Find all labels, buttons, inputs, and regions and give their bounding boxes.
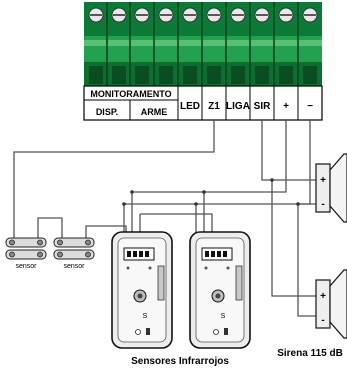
wire-sensor-bridge xyxy=(37,217,63,238)
label-z1: Z1 xyxy=(208,101,220,112)
siren-bottom-minus: - xyxy=(321,315,324,326)
wire-siren-bottom-minus xyxy=(297,204,318,317)
terminal-label-strip: MONITORAMENTO DISP. ARME LED Z1 LIGA SIR… xyxy=(83,85,323,121)
wiring xyxy=(13,120,318,317)
magnetic-sensor-2: sensor xyxy=(53,237,95,270)
siren-caption: Sirena 115 dB xyxy=(277,348,343,359)
label-sir: SIR xyxy=(254,101,271,112)
label-liga: LIGA xyxy=(226,101,250,112)
wire-plus-rail xyxy=(131,120,287,236)
junctions xyxy=(122,178,300,206)
label-monitoramento: MONITORAMENTO xyxy=(90,89,171,99)
siren-top: + - xyxy=(315,153,347,223)
infrared-sensors-caption: Sensores Infrarrojos xyxy=(131,356,229,367)
label-disp: DISP. xyxy=(96,107,118,117)
wire-minus-rail xyxy=(123,120,311,236)
wire-sensor-to-pir xyxy=(85,225,127,238)
siren-bottom-plus: + xyxy=(320,291,326,302)
terminal-separators xyxy=(106,2,299,86)
siren-top-plus: + xyxy=(320,175,326,186)
wire-pir-link xyxy=(140,213,213,236)
magnetic-sensor-1-label: sensor xyxy=(15,263,37,270)
wire-sir xyxy=(261,120,318,181)
pir-sensor-1: S xyxy=(111,231,173,349)
label-minus: − xyxy=(307,101,313,112)
pir-2-mark: S xyxy=(221,313,226,320)
label-arme: ARME xyxy=(141,107,168,117)
wire-z1 xyxy=(13,120,215,238)
label-plus: + xyxy=(283,101,289,112)
wire-openings xyxy=(89,66,317,84)
pir-sensor-2: S xyxy=(189,231,251,349)
terminal-block-mid xyxy=(84,36,322,62)
label-led: LED xyxy=(180,101,200,112)
magnetic-sensor-2-label: sensor xyxy=(63,263,85,270)
pir-1-mark: S xyxy=(143,313,148,320)
magnetic-sensor-1: sensor xyxy=(5,237,47,270)
siren-top-minus: - xyxy=(321,199,324,210)
terminal-block xyxy=(84,2,322,86)
wire-siren-bottom-plus xyxy=(271,180,318,297)
siren-bottom: + - xyxy=(315,269,347,339)
terminal-block-highlight xyxy=(84,40,322,46)
